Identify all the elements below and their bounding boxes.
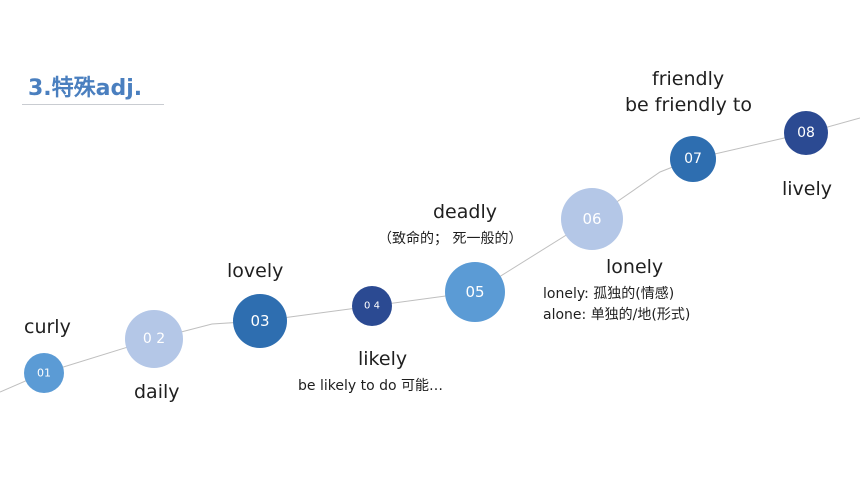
node-05-number: 05 [465, 283, 485, 301]
title-divider [22, 104, 164, 105]
node-03-number: 03 [250, 312, 270, 330]
word-daily: daily [134, 381, 180, 403]
note-lonely-2: alone: 单独的/地(形式) [543, 307, 691, 323]
word-curly: curly [24, 316, 71, 338]
word-lonely: lonely [606, 256, 664, 278]
word-likely: likely [358, 348, 408, 370]
note-friendly: be friendly to [625, 94, 752, 116]
node-01-number: 01 [37, 366, 51, 380]
page-title: 3.特殊adj. [28, 76, 143, 101]
note-likely: be likely to do 可能… [298, 378, 443, 394]
word-lovely: lovely [227, 260, 284, 282]
note-lonely-1: lonely: 孤独的(情感) [543, 286, 675, 302]
word-friendly: friendly [652, 68, 725, 90]
node-01-circle [24, 353, 64, 393]
node-05-circle [445, 262, 505, 322]
node-03-circle [233, 294, 287, 348]
node-04-number: 0 4 [364, 300, 380, 312]
note-deadly: （致命的； 死一般的） [378, 231, 523, 247]
node-02-number: 0 2 [142, 331, 166, 347]
node-08-number: 08 [797, 125, 815, 141]
node-07-number: 07 [684, 151, 702, 167]
node-02-circle [125, 310, 183, 368]
node-04-circle [352, 286, 392, 326]
node-07-circle [670, 136, 716, 182]
node-06-number: 06 [582, 210, 602, 228]
word-deadly: deadly [433, 201, 497, 223]
word-lively: lively [782, 178, 833, 200]
node-06-circle [561, 188, 623, 250]
node-08-circle [784, 111, 828, 155]
